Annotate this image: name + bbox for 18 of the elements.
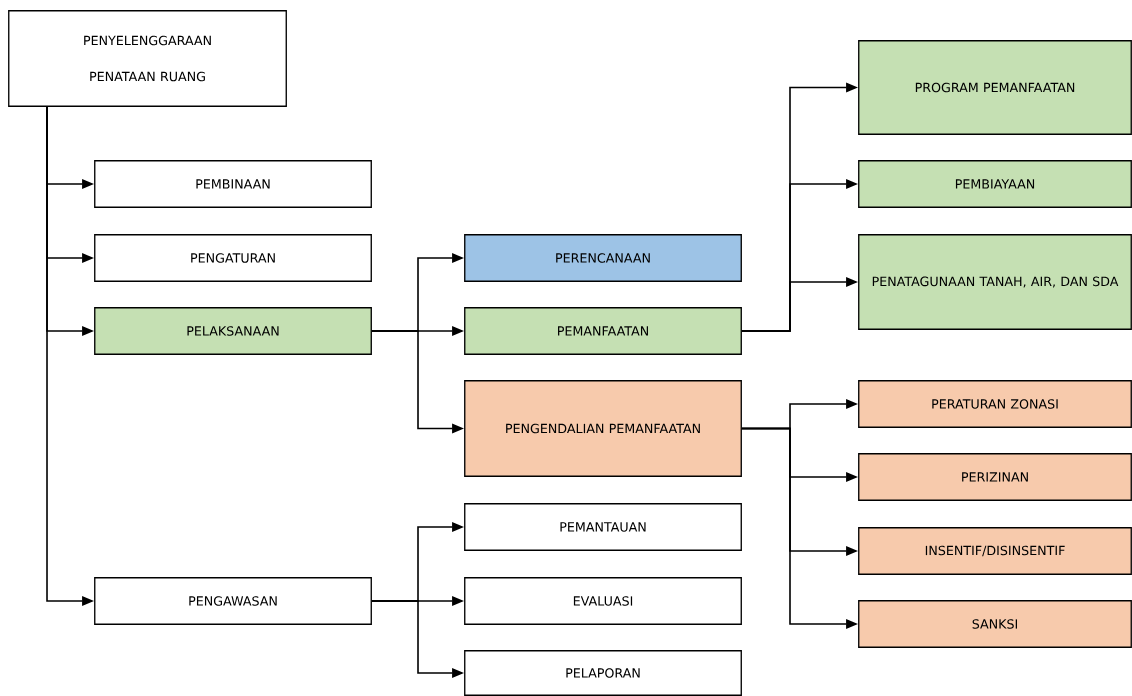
process-box: SANKSI <box>858 600 1132 648</box>
process-box: PENATAGUNAAN TANAH, AIR, DAN SDA <box>858 234 1132 330</box>
process-box: PENGATURAN <box>94 234 372 282</box>
process-box: PENGAWASAN <box>94 577 372 625</box>
process-box: PEMANTAUAN <box>464 503 742 551</box>
process-box: INSENTIF/DISINSENTIF <box>858 527 1132 575</box>
process-box: PENGENDALIAN PEMANFAATAN <box>464 380 742 477</box>
process-box: PEMBINAAN <box>94 160 372 208</box>
process-box: PERIZINAN <box>858 453 1132 501</box>
process-box: EVALUASI <box>464 577 742 625</box>
process-box: PELAKSANAAN <box>94 307 372 355</box>
process-box: PERATURAN ZONASI <box>858 380 1132 428</box>
process-box: PEMANFAATAN <box>464 307 742 355</box>
process-box: PELAPORAN <box>464 650 742 696</box>
process-box: PEMBIAYAAN <box>858 160 1132 208</box>
process-box: PROGRAM PEMANFAATAN <box>858 40 1132 135</box>
process-box: PENYELENGGARAAN PENATAAN RUANG <box>8 10 287 107</box>
process-box: PERENCANAAN <box>464 234 742 282</box>
